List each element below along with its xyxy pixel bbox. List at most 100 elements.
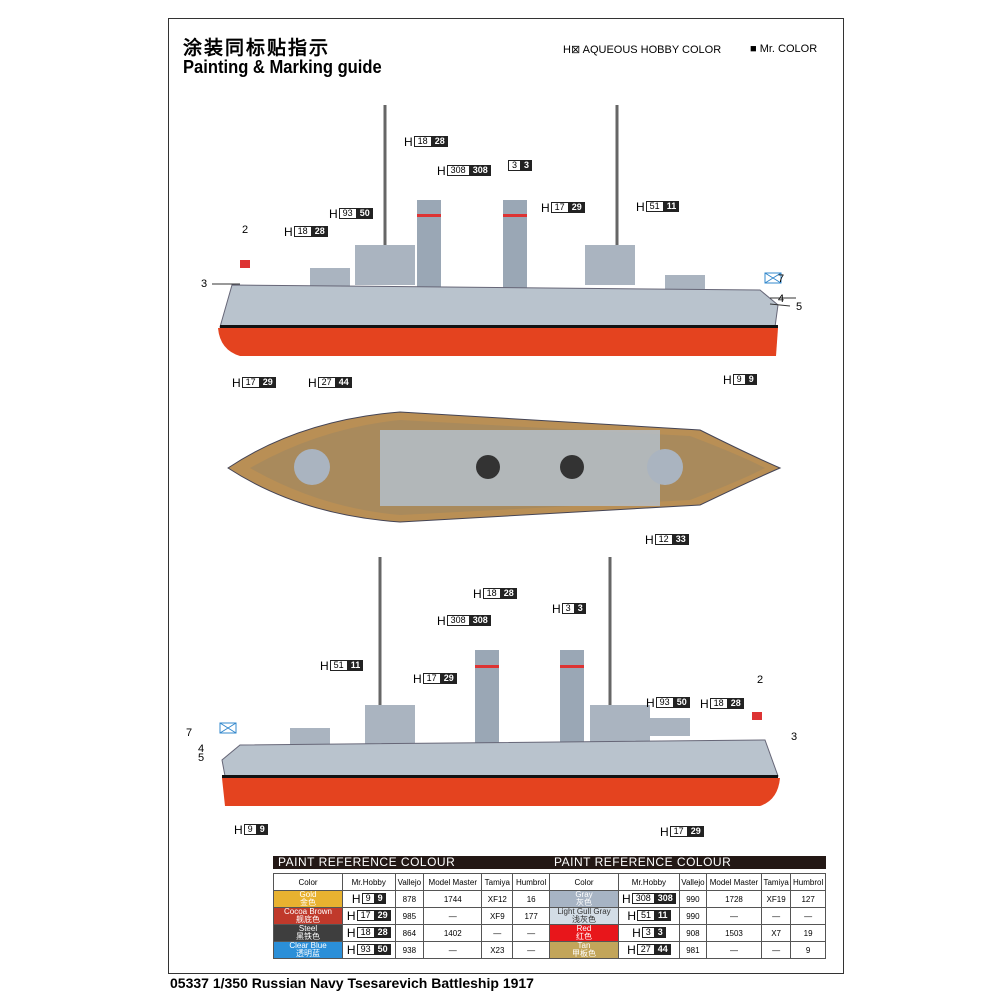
column-header: Vallejo <box>394 873 425 891</box>
tamiya-cell: — <box>760 941 792 959</box>
callout-aqueous-code: 18 <box>482 588 501 599</box>
column-header: Humbrol <box>512 873 550 891</box>
tamiya-cell: X7 <box>760 924 792 942</box>
color-name: Gray <box>575 890 593 899</box>
marking-number: 7 <box>186 727 193 739</box>
marking-number: 4 <box>778 293 785 305</box>
color-name-cn: 金色 <box>300 898 316 907</box>
vallejo-cell: 938 <box>394 941 425 959</box>
column-header: Mr.Hobby <box>342 873 396 891</box>
tamiya-cell: — <box>481 924 514 942</box>
mr-color-code: 50 <box>374 944 391 956</box>
model-master-cell: 1744 <box>423 890 483 908</box>
column-header: Model Master <box>705 873 762 891</box>
vallejo-cell: 981 <box>678 941 707 959</box>
callout-mr-color-code: 44 <box>335 377 352 388</box>
callout-mr-color-code: 11 <box>347 660 364 671</box>
column-header: Humbrol <box>790 873 826 891</box>
column-header: Tamiya <box>481 873 514 891</box>
model-master-cell: — <box>423 907 483 925</box>
color-name: Gold <box>299 890 317 899</box>
callout-aqueous-code: 308 <box>446 615 470 626</box>
color-name-cn: 浅灰色 <box>572 915 596 924</box>
model-master-cell: 1503 <box>705 924 762 942</box>
callout-h: H <box>437 613 446 628</box>
tamiya-cell: XF12 <box>481 890 514 908</box>
humbrol-cell: — <box>512 924 550 942</box>
paint-table-title: PAINT REFERENCE COLOUR <box>549 856 826 869</box>
tamiya-cell: X23 <box>481 941 514 959</box>
callout-h: H <box>700 696 709 711</box>
callout-h: H <box>660 824 669 839</box>
aqueous-code: 17 <box>356 910 375 922</box>
callout-mr-color-code: 28 <box>431 136 448 147</box>
callout-aqueous-code: 18 <box>293 226 312 237</box>
footer-product-title: 05337 1/350 Russian Navy Tsesarevich Bat… <box>170 975 534 991</box>
callout-h: H <box>552 601 561 616</box>
mr-color-code: 308 <box>654 893 676 905</box>
marking-number: 3 <box>791 731 798 743</box>
aqueous-code: 308 <box>631 893 655 905</box>
callout-aqueous-code: 308 <box>446 165 470 176</box>
paint-table-title: PAINT REFERENCE COLOUR <box>273 856 550 869</box>
callout-aqueous-code: 93 <box>655 697 674 708</box>
callout-h: H <box>320 658 329 673</box>
callout-aqueous-code: 17 <box>669 826 688 837</box>
callout-mr-color-code: 29 <box>568 202 585 213</box>
callout-mr-color-code: 33 <box>672 534 689 545</box>
callout-mr-color-code: 9 <box>745 374 757 385</box>
legend-mr-color: ■ Mr. COLOR <box>750 43 818 55</box>
tamiya-cell: XF9 <box>481 907 514 925</box>
color-name: Steel <box>298 924 318 933</box>
callout-aqueous-code: 17 <box>550 202 569 213</box>
mr-color-code: 3 <box>654 927 666 939</box>
callout-aqueous-code: 18 <box>709 698 728 709</box>
humbrol-cell: 16 <box>512 890 550 908</box>
color-name: Clear Blue <box>289 941 327 950</box>
callout-mr-color-code: 308 <box>469 165 491 176</box>
callout-aqueous-code: 17 <box>241 377 260 388</box>
column-header: Color <box>549 873 619 891</box>
tamiya-cell: XF19 <box>760 890 792 908</box>
ship-side-view-top <box>212 105 796 356</box>
callout-aqueous-code: 17 <box>422 673 441 684</box>
page-frame <box>168 18 844 974</box>
callout-aqueous-code: 51 <box>329 660 348 671</box>
mr-color-code: 28 <box>374 927 391 939</box>
aqueous-code: 18 <box>356 927 375 939</box>
vallejo-cell: 864 <box>394 924 425 942</box>
callout-h: H <box>234 822 243 837</box>
callout-mr-color-code: 3 <box>521 160 533 171</box>
mr-color-code: 29 <box>374 910 391 922</box>
callout-mr-color-code: 3 <box>574 603 586 614</box>
callout-aqueous-code: 51 <box>645 201 664 212</box>
humbrol-cell: 127 <box>790 890 826 908</box>
model-master-cell: — <box>705 907 762 925</box>
color-name-cn: 舰底色 <box>296 915 320 924</box>
callout-h: H <box>473 586 482 601</box>
aqueous-code: 93 <box>356 944 375 956</box>
model-master-cell: — <box>423 941 483 959</box>
marking-number: 5 <box>198 752 205 764</box>
